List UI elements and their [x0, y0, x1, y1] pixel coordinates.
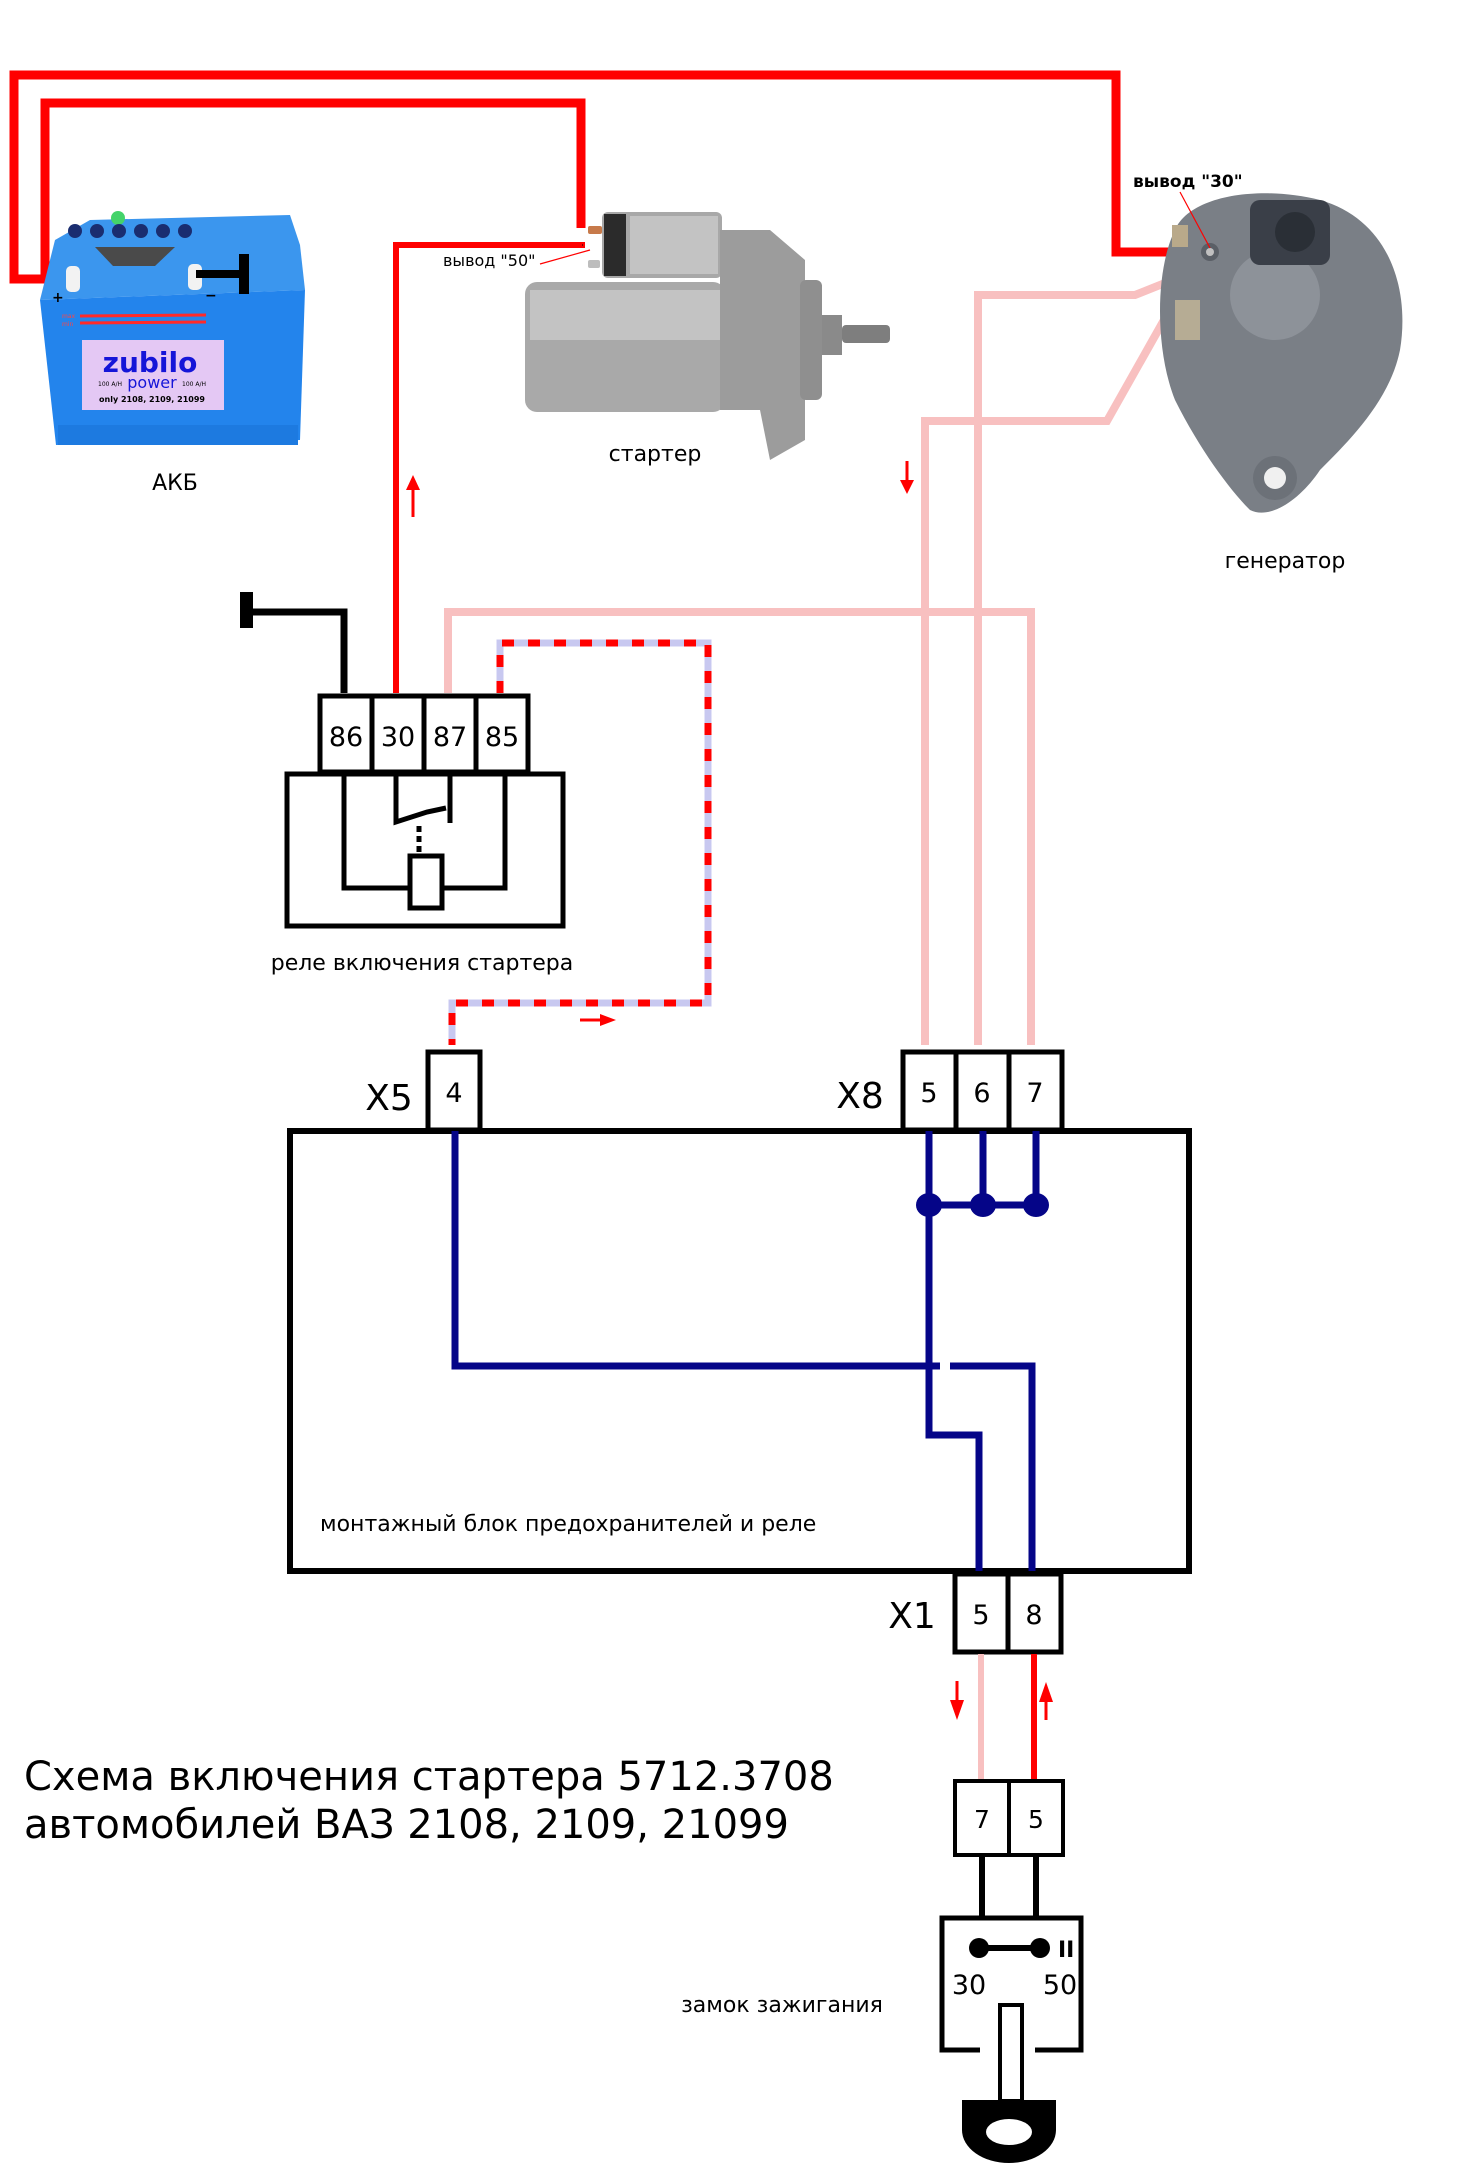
battery-cell-caps	[68, 224, 192, 238]
control-wire-relay85-to-x5	[448, 639, 712, 1045]
right-arrow-control	[580, 1014, 616, 1026]
x8-pin-label-6: 6	[973, 1078, 990, 1109]
battery-label: АКБ	[152, 471, 198, 496]
ignition-connector: 7 5	[953, 1779, 1065, 1918]
generator: вывод "30" генератор	[1133, 172, 1403, 574]
ignition-terminal-50: 50	[1043, 1970, 1077, 2001]
generator-label: генератор	[1225, 549, 1346, 574]
x5-pin-4	[425, 1049, 483, 1133]
fuse-block: X5 4 X8 5 6 7 X1 5 8 монтажный блок пред	[287, 1049, 1192, 1655]
wire-battery-to-generator	[9, 70, 1210, 284]
relay-pin-label-30: 30	[381, 722, 415, 753]
relay-pin-label-86: 86	[329, 722, 363, 753]
battery: + − max min zubilo power 100 A/H 100 A/H…	[40, 211, 305, 496]
battery-plus-sign: +	[52, 290, 64, 306]
starter-label: стартер	[609, 442, 702, 467]
x1-connector-label: X1	[888, 1596, 936, 1637]
x8-pin-5	[900, 1049, 959, 1133]
relay-pin-labels: 86 30 87 85	[329, 722, 519, 753]
diagram-title-line-1: Схема включения стартера 5712.3708	[24, 1754, 834, 1800]
ign-connector-label-7: 7	[974, 1805, 990, 1834]
down-arrow-x1-5	[950, 1681, 964, 1720]
wire-x8-5	[921, 263, 1199, 1045]
x1-pin-label-5: 5	[972, 1600, 989, 1631]
generator-terminal-30-label: вывод "30"	[1133, 172, 1243, 192]
x1-pin-5	[952, 1571, 1011, 1655]
relay-label: реле включения стартера	[271, 951, 574, 976]
battery-subbrand: power	[127, 373, 177, 392]
fuse-block-body	[287, 1128, 1192, 1574]
battery-max-mark: max	[62, 313, 76, 320]
battery-brand: zubilo	[103, 346, 198, 379]
ign-connector-pin-5	[1007, 1779, 1065, 1857]
x8-connector-label: X8	[836, 1076, 884, 1117]
x5-connector-label: X5	[365, 1078, 413, 1119]
x1-pin-8	[1005, 1571, 1064, 1655]
relay-pin-label-87: 87	[433, 722, 467, 753]
battery-ground-icon	[239, 254, 249, 294]
relay-pin-30	[369, 693, 427, 775]
x8-pin-6	[953, 1049, 1012, 1133]
fuse-block-label: монтажный блок предохранителей и реле	[320, 1512, 816, 1537]
starter: вывод "50" стартер	[443, 212, 890, 467]
ignition-terminal-30: 30	[952, 1970, 986, 2001]
battery-plus-terminal	[66, 266, 80, 292]
battery-capacity-right: 100 A/H	[182, 381, 206, 388]
diagram-title-line-2: автомобилей ВАЗ 2108, 2109, 21099	[24, 1802, 789, 1848]
wire-relay30-to-starter50	[393, 242, 585, 693]
ign-connector-label-5: 5	[1028, 1805, 1044, 1834]
ignition-position-label: II	[1058, 1938, 1074, 1963]
up-arrow-relay-starter	[406, 475, 420, 517]
x8-pin-label-7: 7	[1026, 1078, 1043, 1109]
battery-models: only 2108, 2109, 21099	[99, 395, 205, 404]
ground-relay86	[240, 592, 348, 693]
starter-terminal-50-label: вывод "50"	[443, 251, 536, 270]
battery-minus-sign: −	[205, 288, 217, 304]
wire-x8-7-to-relay87	[444, 608, 1035, 1045]
ground-symbol-icon	[240, 592, 253, 628]
x8-pin-7	[1006, 1049, 1065, 1133]
battery-capacity-left: 100 A/H	[98, 381, 122, 388]
relay-coil	[407, 853, 445, 911]
relay-pin-label-85: 85	[485, 722, 519, 753]
relay-body	[284, 771, 566, 929]
battery-min-mark: min	[62, 321, 74, 328]
relay-pin-86	[317, 693, 375, 775]
ignition-switch: II 30 50 замок зажигания	[681, 1915, 1084, 2163]
up-arrow-x1-8	[1039, 1682, 1053, 1720]
ignition-key-icon	[962, 2003, 1056, 2163]
x1-pin-label-8: 8	[1025, 1600, 1042, 1631]
battery-label-panel	[82, 340, 224, 410]
x8-pin-label-5: 5	[920, 1078, 937, 1109]
ignition-switch-label: замок зажигания	[681, 1993, 883, 2018]
junction-dots	[916, 1193, 1049, 1217]
down-arrow-generator	[900, 461, 914, 494]
starter-relay	[284, 693, 566, 929]
x5-pin-label-4: 4	[445, 1078, 462, 1109]
